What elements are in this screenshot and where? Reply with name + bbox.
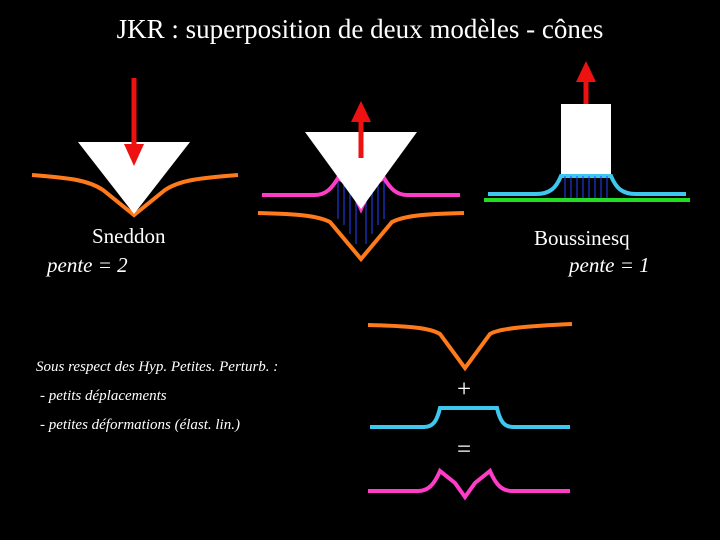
jkr-cone-indenter: [305, 132, 417, 209]
sneddon-surface-profile: [31, 173, 239, 218]
sneddon-cone-indenter: [78, 142, 190, 214]
plus-operator: +: [457, 376, 472, 403]
sneddon-slope-label: pente = 2: [47, 253, 128, 277]
sum-term-sneddon-profile: [367, 322, 573, 372]
jkr-combined-model: [257, 101, 465, 263]
jkr-pull-arrow-head: [351, 101, 371, 122]
boussinesq-pull-arrow-head: [576, 61, 596, 82]
boussinesq-label: Boussinesq: [534, 226, 630, 250]
sneddon-model: [31, 78, 239, 218]
slide-title: JKR : superposition de deux modèles - cô…: [116, 14, 604, 44]
jkr-indentation-profile: [257, 211, 465, 263]
boussinesq-surface-profile: [488, 174, 686, 196]
hypothesis-item: - petits déplacements: [40, 388, 167, 404]
boussinesq-flat-punch: [561, 104, 611, 175]
sum-term-boussinesq-profile: [370, 406, 570, 429]
sneddon-load-arrow-head: [124, 144, 144, 166]
sneddon-label: Sneddon: [92, 224, 166, 248]
sum-result-profile: [368, 467, 570, 501]
boussinesq-pressure-lines: [564, 176, 608, 198]
hypothesis-item: - petites déformations (élast. lin.): [40, 417, 240, 433]
boussinesq-slope-label: pente = 1: [569, 253, 650, 277]
equals-operator: =: [457, 436, 472, 463]
boussinesq-model: [484, 61, 690, 202]
hypothesis-heading: Sous respect des Hyp. Petites. Perturb. …: [36, 359, 279, 375]
superposition-profiles: [367, 322, 573, 501]
